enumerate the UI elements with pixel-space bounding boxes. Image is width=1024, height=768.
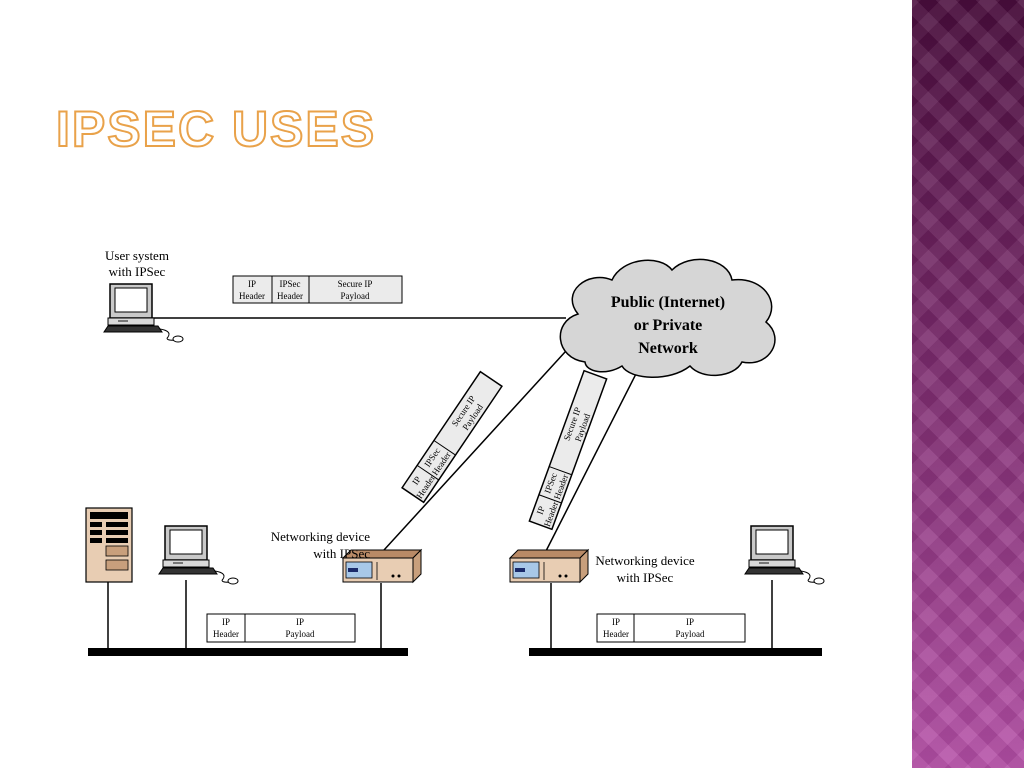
user-system-label-line2: with IPSec <box>109 264 166 279</box>
packet-ip-header-text: IP <box>535 505 547 516</box>
packet-ip-header-text: Header <box>239 291 265 301</box>
packet-ip-header-text: Header <box>603 629 629 639</box>
packet-ip-header-text: IP <box>248 279 256 289</box>
plain-packet-left: IP Header IP Payload <box>206 613 356 643</box>
user-workstation-icon <box>103 283 184 343</box>
packet-payload-text: Payload <box>286 629 315 639</box>
left-workstation-icon <box>158 525 239 585</box>
slide-title: IPSec Uses <box>55 101 377 157</box>
cloud-label-line2: or Private <box>634 317 703 334</box>
packet-payload-text: IP <box>686 617 694 627</box>
right-device-label-line1: Networking device <box>595 553 695 568</box>
ipsec-packet-right-link: IP Header IPSec Header Secure IP Payload <box>528 369 608 531</box>
packet-ip-header-text: IP <box>612 617 620 627</box>
server-icon <box>85 507 133 583</box>
packet-ip-header-text: IP <box>222 617 230 627</box>
packet-ipsec-header-text: Header <box>277 291 303 301</box>
link-left-device-to-cloud <box>383 339 577 551</box>
packet-payload-text: Secure IP <box>338 279 373 289</box>
ipsec-packet-user: IP Header IPSec Header Secure IP Payload <box>232 275 403 304</box>
packet-payload-text: IP <box>296 617 304 627</box>
plain-packet-right: IP Header IP Payload <box>596 613 746 643</box>
packet-ip-header-text: Header <box>213 629 239 639</box>
user-system-label-line1: User system <box>105 248 169 263</box>
cloud-label-line3: Network <box>638 340 698 357</box>
packet-payload-text: Payload <box>676 629 705 639</box>
right-device-label-line2: with IPSec <box>617 570 674 585</box>
packet-payload-text: Payload <box>341 291 370 301</box>
user-system: User system with IPSec <box>103 248 184 343</box>
right-networking-device-icon <box>509 549 589 583</box>
left-lan-bus <box>88 648 408 656</box>
left-device-label-line1: Networking device <box>271 529 371 544</box>
left-lan: Networking device with IPSec IP Header I… <box>85 507 422 656</box>
right-lan: Networking device with IPSec IP Header I… <box>509 525 825 656</box>
network-cloud: Public (Internet) or Private Network <box>559 258 776 378</box>
side-decoration-band <box>912 0 1024 768</box>
left-device-label-line2: with IPSec <box>313 546 370 561</box>
link-right-device-to-cloud <box>545 365 641 552</box>
packet-ipsec-header-text: IPSec <box>280 279 301 289</box>
right-workstation-icon <box>744 525 825 585</box>
cloud-label-line1: Public (Internet) <box>611 294 725 311</box>
right-lan-bus <box>529 648 822 656</box>
